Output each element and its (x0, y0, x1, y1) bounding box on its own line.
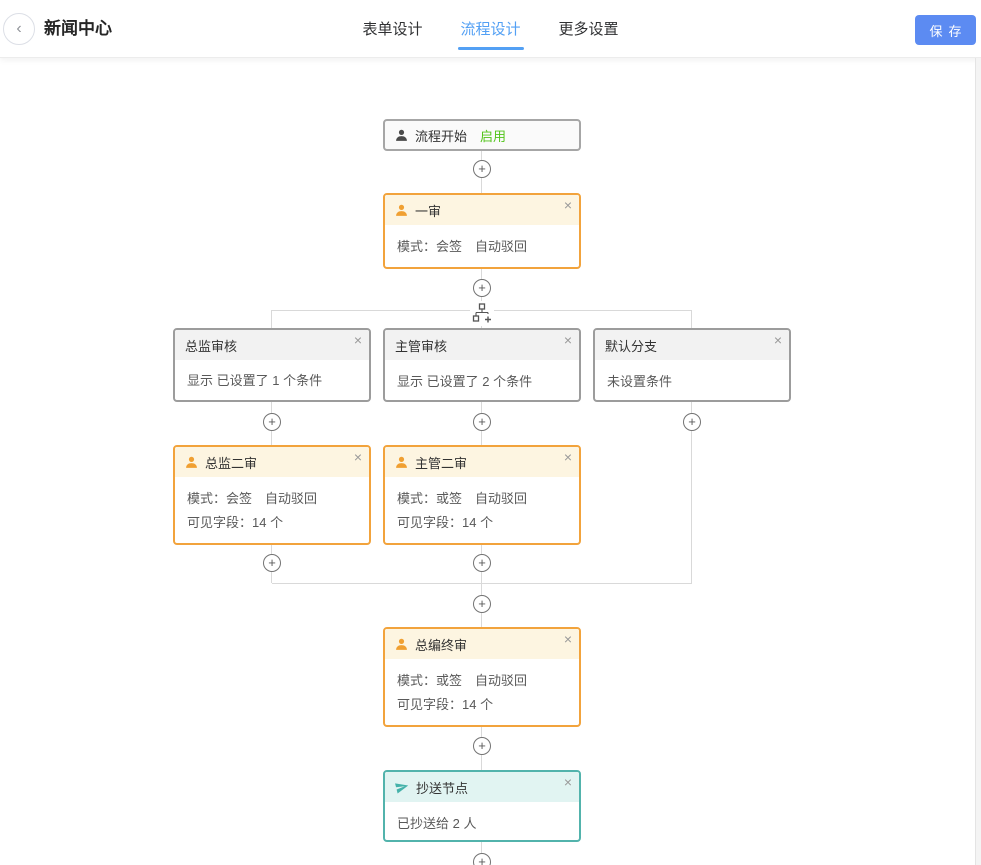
node-header: 总监审核 (175, 330, 369, 360)
node-body: 模式：或签 自动驳回 可见字段：14 个 (385, 659, 579, 727)
node-body: 模式：或签 自动驳回 可见字段：14 个 (385, 477, 579, 545)
add-node-button[interactable]: + (683, 413, 701, 431)
add-node-button[interactable]: + (473, 160, 491, 178)
add-node-button[interactable]: + (473, 554, 491, 572)
node-title: 抄送节点 (416, 780, 469, 796)
node-header: 主管审核 (385, 330, 579, 360)
node-default-branch[interactable]: × 默认分支 未设置条件 (593, 328, 791, 402)
node-header: 总编终审 (385, 629, 579, 659)
node-header: 抄送节点 (385, 772, 579, 802)
node-header: 默认分支 (595, 330, 789, 360)
node-detail: 已抄送给 2 人 (397, 816, 477, 831)
org-chart-plus-icon (472, 302, 491, 322)
node-title: 总编终审 (415, 637, 468, 653)
tab-bar: 表单设计 流程设计 更多设置 (359, 0, 621, 57)
back-button[interactable]: ‹ (3, 13, 35, 45)
node-director-second-review[interactable]: × 总监二审 模式：会签 自动驳回 可见字段：14 个 (173, 445, 371, 545)
header-bar: ‹ 新闻中心 表单设计 流程设计 更多设置 保存 (0, 0, 981, 58)
add-node-button[interactable]: + (473, 413, 491, 431)
node-detail: 可见字段：14 个 (397, 697, 494, 712)
close-icon[interactable]: × (353, 332, 362, 348)
close-icon[interactable]: × (353, 449, 362, 465)
connector-line (691, 310, 692, 328)
add-node-button[interactable]: + (473, 737, 491, 755)
person-icon (186, 456, 197, 468)
tab-form-design[interactable]: 表单设计 (362, 21, 423, 38)
add-node-button[interactable]: + (263, 413, 281, 431)
page-title: 新闻中心 (44, 19, 112, 38)
node-body: 已抄送给 2 人 (385, 802, 579, 846)
node-first-review[interactable]: × 一审 模式：会签 自动驳回 (383, 193, 581, 269)
send-icon (395, 783, 409, 794)
scrollbar[interactable] (975, 58, 981, 865)
node-start[interactable]: 流程开始 启用 (383, 119, 581, 151)
node-title: 一审 (415, 203, 442, 219)
close-icon[interactable]: × (563, 449, 572, 465)
node-header: 主管二审 (385, 447, 579, 477)
add-node-button[interactable]: + (473, 853, 491, 865)
node-detail: 可见字段：14 个 (397, 515, 494, 530)
connector-line (481, 269, 482, 328)
node-header: 总监二审 (175, 447, 369, 477)
add-branch-button[interactable] (470, 301, 494, 326)
flow-canvas: + + + + + + + + + + 流程开始 启用 × (0, 58, 981, 865)
node-detail: 模式：会签 自动驳回 (187, 491, 318, 506)
node-body: 模式：会签 自动驳回 可见字段：14 个 (175, 477, 369, 545)
node-detail: 模式：或签 自动驳回 (397, 491, 528, 506)
node-body: 模式：会签 自动驳回 (385, 225, 579, 269)
close-icon[interactable]: × (563, 197, 572, 213)
node-detail: 显示 已设置了 1 个条件 (187, 373, 323, 388)
person-icon (396, 204, 407, 216)
node-title: 总监二审 (205, 455, 258, 471)
connector-line (271, 310, 272, 328)
node-title: 流程开始 (415, 128, 468, 144)
tab-flow-design[interactable]: 流程设计 (457, 10, 524, 50)
node-title: 默认分支 (605, 338, 658, 354)
node-final-review[interactable]: × 总编终审 模式：或签 自动驳回 可见字段：14 个 (383, 627, 581, 727)
close-icon[interactable]: × (563, 774, 572, 790)
close-icon[interactable]: × (563, 332, 572, 348)
close-icon[interactable]: × (563, 631, 572, 647)
node-title: 主管审核 (395, 338, 448, 354)
node-detail: 模式：或签 自动驳回 (397, 673, 528, 688)
node-detail: 模式：会签 自动驳回 (397, 239, 528, 254)
node-supervisor-second-review[interactable]: × 主管二审 模式：或签 自动驳回 可见字段：14 个 (383, 445, 581, 545)
add-node-button[interactable]: + (473, 279, 491, 297)
node-title: 主管二审 (415, 455, 468, 471)
person-icon (396, 638, 407, 650)
node-cc[interactable]: × 抄送节点 已抄送给 2 人 (383, 770, 581, 842)
status-badge: 启用 (480, 128, 507, 144)
person-icon (396, 129, 407, 141)
save-button[interactable]: 保存 (915, 15, 976, 45)
node-detail: 显示 已设置了 2 个条件 (397, 374, 533, 389)
close-icon[interactable]: × (773, 332, 782, 348)
tab-more-settings[interactable]: 更多设置 (558, 21, 619, 38)
node-director-branch[interactable]: × 总监审核 显示 已设置了 1 个条件 (173, 328, 371, 402)
node-title: 总监审核 (185, 338, 238, 354)
connector-line (691, 402, 692, 583)
add-node-button[interactable]: + (263, 554, 281, 572)
node-body: 显示 已设置了 1 个条件 (175, 360, 369, 402)
node-header: 一审 (385, 195, 579, 225)
person-icon (396, 456, 407, 468)
add-node-button[interactable]: + (473, 595, 491, 613)
node-supervisor-branch[interactable]: × 主管审核 显示 已设置了 2 个条件 (383, 328, 581, 402)
node-body: 未设置条件 (595, 360, 789, 404)
node-detail: 未设置条件 (607, 374, 673, 389)
connector-line (272, 583, 692, 584)
node-detail: 可见字段：14 个 (187, 515, 284, 530)
node-body: 显示 已设置了 2 个条件 (385, 360, 579, 404)
